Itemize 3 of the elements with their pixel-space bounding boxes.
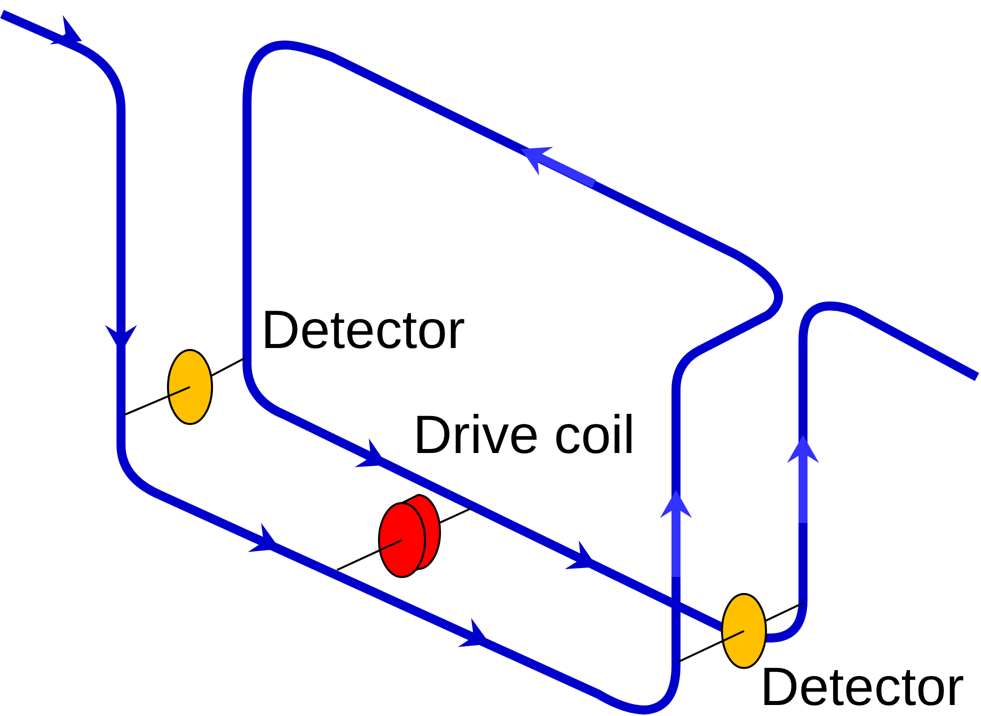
- part-label: Detector: [261, 303, 466, 357]
- part-label: Detector: [760, 660, 964, 714]
- part-label: Drive coil: [413, 408, 636, 462]
